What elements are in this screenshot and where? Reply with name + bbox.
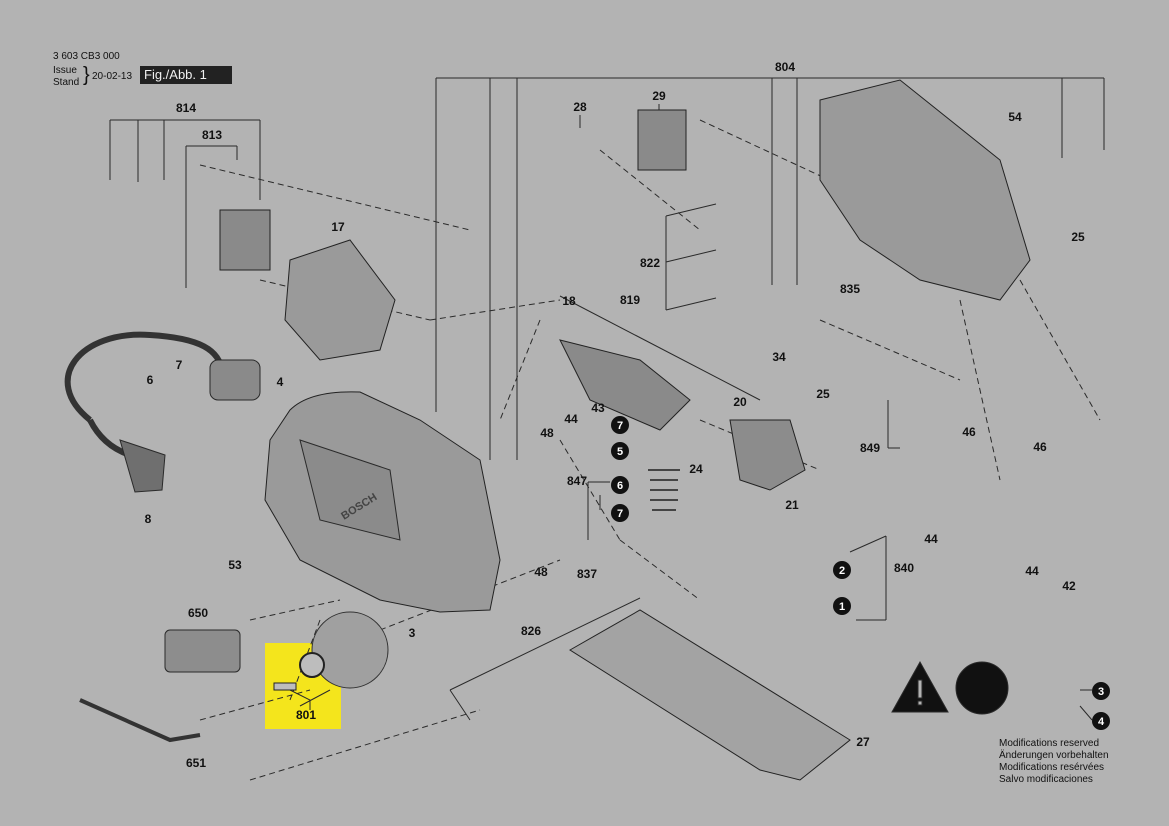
label-54: 54	[1008, 110, 1022, 124]
label-847: 847	[567, 474, 587, 488]
issue-label: Issue	[53, 65, 77, 76]
label-837: 837	[577, 567, 597, 581]
label-27: 27	[856, 735, 870, 749]
notice-line-2: Änderungen vorbehalten	[999, 750, 1109, 761]
label-24: 24	[689, 462, 703, 476]
modifications-notice: Modifications reserved Änderungen vorbeh…	[999, 738, 1109, 786]
badge-5: 5	[617, 446, 623, 458]
badge-4: 4	[1098, 716, 1105, 728]
label-17: 17	[331, 220, 345, 234]
label-3: 3	[409, 626, 416, 640]
label-20: 20	[733, 395, 747, 409]
label-813: 813	[202, 128, 222, 142]
label-34: 34	[772, 350, 786, 364]
label-28: 28	[573, 100, 587, 114]
figure-label: Fig./Abb. 1	[140, 66, 232, 84]
label-804: 804	[775, 60, 795, 74]
label-25b: 25	[816, 387, 830, 401]
label-42: 42	[1062, 579, 1076, 593]
stand-label: Stand	[53, 77, 80, 88]
part-number: 3 603 CB3 000	[53, 51, 120, 62]
badge-2: 2	[839, 565, 845, 577]
brace: }	[83, 64, 90, 86]
label-29: 29	[652, 89, 666, 103]
label-835: 835	[840, 282, 860, 296]
notice-line-3: Modifications resérvées	[999, 762, 1105, 773]
label-819: 819	[620, 293, 640, 307]
label-44c: 44	[1025, 564, 1039, 578]
badge-7a: 7	[617, 420, 623, 432]
label-801: 801	[296, 708, 316, 722]
label-651: 651	[186, 756, 206, 770]
label-849: 849	[860, 441, 880, 455]
label-48b: 48	[534, 565, 548, 579]
label-6: 6	[147, 373, 154, 387]
label-826: 826	[521, 624, 541, 638]
issue-date: 20-02-13	[92, 71, 133, 82]
badge-6: 6	[617, 480, 623, 492]
label-822: 822	[640, 256, 660, 270]
notice-line-4: Salvo modificaciones	[999, 774, 1093, 785]
label-48a: 48	[540, 426, 554, 440]
label-25a: 25	[1071, 230, 1085, 244]
label-840: 840	[894, 561, 914, 575]
label-18: 18	[562, 294, 576, 308]
badge-7b: 7	[617, 508, 623, 520]
badge-3: 3	[1098, 686, 1104, 698]
label-46a: 46	[962, 425, 976, 439]
label-44a: 44	[564, 412, 578, 426]
label-53: 53	[228, 558, 242, 572]
badge-1: 1	[839, 601, 845, 613]
notice-line-1: Modifications reserved	[999, 738, 1100, 749]
label-44b: 44	[924, 532, 938, 546]
label-46b: 46	[1033, 440, 1047, 454]
label-8: 8	[145, 512, 152, 526]
label-21: 21	[785, 498, 799, 512]
label-43: 43	[591, 401, 605, 415]
label-7: 7	[176, 358, 183, 372]
label-650: 650	[188, 606, 208, 620]
label-4: 4	[277, 375, 284, 389]
label-814: 814	[176, 101, 196, 115]
